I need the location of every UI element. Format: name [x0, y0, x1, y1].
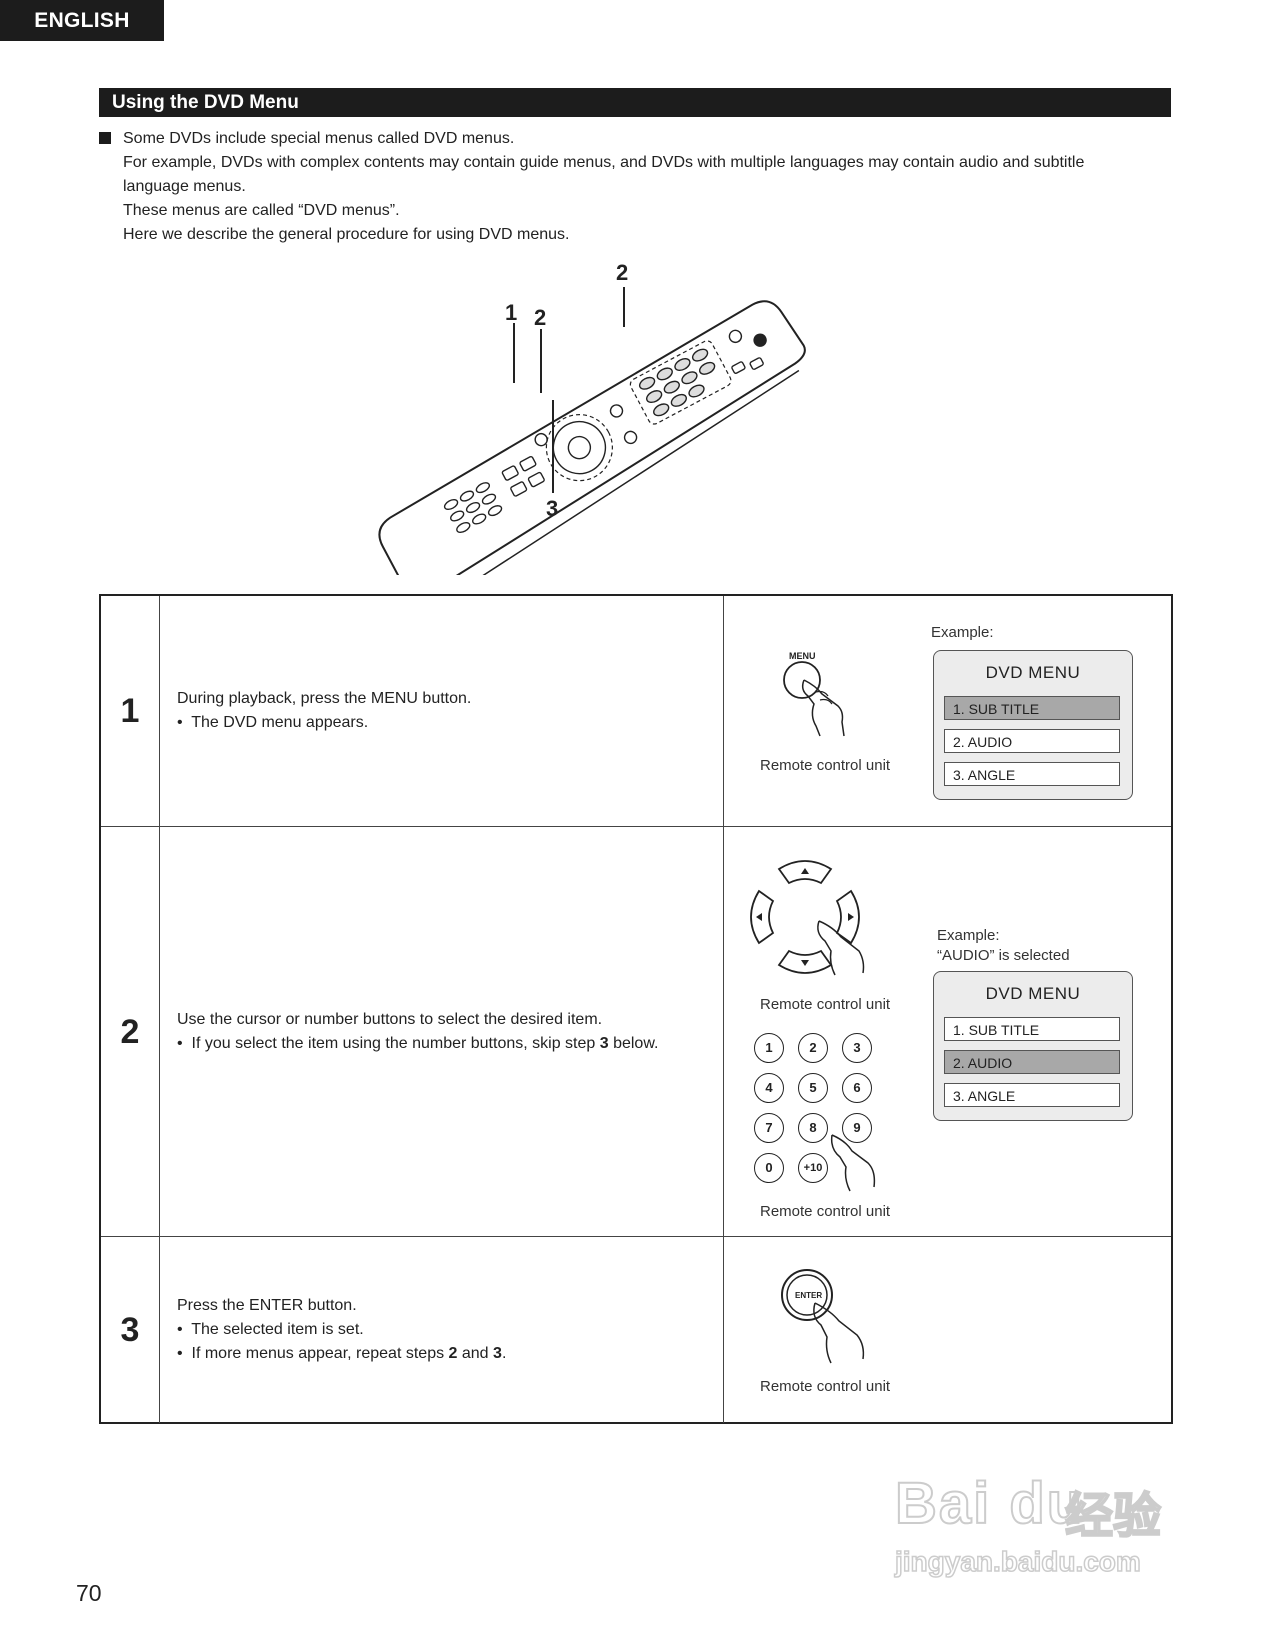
keypad-4: 4 — [754, 1073, 784, 1103]
figure-caption: Remote control unit — [760, 996, 891, 1013]
step-text: Press the ENTER button. • The selected i… — [159, 1237, 724, 1423]
keypad-7: 7 — [754, 1113, 784, 1143]
section-title: Using the DVD Menu — [99, 88, 1171, 117]
watermark-url: jingyan.baidu.com — [894, 1545, 1141, 1578]
dvd-menu-item-angle: 3. ANGLE — [944, 1083, 1120, 1107]
dvd-menu-example: DVD MENU 1. SUB TITLE 2. AUDIO 3. ANGLE — [933, 971, 1133, 1121]
step-ref: 3 — [599, 1035, 609, 1052]
dvd-menu-item-subtitle: 1. SUB TITLE — [944, 696, 1120, 720]
step-bullet-text: The DVD menu appears. — [191, 714, 369, 731]
keypad-5: 5 — [798, 1073, 828, 1103]
language-tab: ENGLISH — [0, 0, 164, 41]
dvd-menu-item-angle: 3. ANGLE — [944, 762, 1120, 786]
enter-button-label: ENTER — [795, 1291, 823, 1300]
step-bullet: • If more menus appear, repeat steps 2 a… — [177, 1345, 507, 1362]
figure-caption: Remote control unit — [760, 1378, 891, 1395]
dvd-menu-item-audio: 2. AUDIO — [944, 1050, 1120, 1074]
intro-text: Some DVDs include special menus called D… — [99, 127, 1179, 247]
keypad-plus10: +10 — [798, 1153, 828, 1183]
menu-button-press-illustration — [783, 661, 845, 737]
keypad-0: 0 — [754, 1153, 784, 1183]
remote-control-illustration — [378, 287, 806, 575]
intro-line: Some DVDs include special menus called D… — [123, 130, 515, 147]
step-text: During playback, press the MENU button. … — [159, 596, 724, 826]
step-number: 2 — [101, 827, 160, 1237]
callout-label: 1 — [505, 300, 518, 325]
step-ref: 3 — [493, 1345, 502, 1362]
number-keypad: 1 2 3 4 5 6 7 8 9 0 +10 — [754, 1033, 884, 1193]
hand-icon — [830, 1134, 876, 1192]
square-bullet-icon — [99, 132, 111, 144]
example-label-text: Example: — [937, 927, 1000, 944]
dvd-menu-item-audio: 2. AUDIO — [944, 729, 1120, 753]
step-bullet-text: below. — [608, 1035, 659, 1052]
keypad-1: 1 — [754, 1033, 784, 1063]
keypad-6: 6 — [842, 1073, 872, 1103]
step-number: 1 — [101, 596, 160, 826]
step-text: Use the cursor or number buttons to sele… — [159, 827, 724, 1237]
step-bullet: • The DVD menu appears. — [177, 714, 369, 731]
step-bullet-text: . — [501, 1345, 507, 1362]
dvd-menu-title: DVD MENU — [985, 663, 1081, 682]
intro-line: These menus are called “DVD menus”. — [123, 202, 400, 219]
figure-caption: Remote control unit — [760, 1203, 891, 1220]
step-instruction: Press the ENTER button. — [177, 1297, 357, 1314]
keypad-9: 9 — [842, 1113, 872, 1143]
step-bullet-text: and — [457, 1345, 494, 1362]
example-note: “AUDIO” is selected — [937, 947, 1070, 964]
enter-button-press-illustration — [781, 1269, 865, 1364]
step-bullet-text: If more menus appear, repeat steps — [191, 1345, 449, 1362]
example-label: Example: “AUDIO” is selected — [937, 926, 1070, 966]
callout-label: 2 — [616, 260, 629, 285]
step-figure: MENU Remote control unit Example: DVD ME… — [724, 596, 1171, 826]
dvd-menu-item-subtitle: 1. SUB TITLE — [944, 1017, 1120, 1041]
watermark-brand: Bai du — [894, 1470, 1085, 1537]
step-ref: 2 — [448, 1345, 458, 1362]
intro-line: For example, DVDs with complex contents … — [123, 154, 1085, 171]
baidu-watermark: Bai du 经验 jingyan.baidu.com — [894, 1450, 1195, 1590]
intro-line: Here we describe the general procedure f… — [123, 226, 570, 243]
dvd-menu-example: DVD MENU 1. SUB TITLE 2. AUDIO 3. ANGLE — [933, 650, 1133, 800]
example-label: Example: — [931, 624, 994, 641]
page-number: 70 — [76, 1580, 102, 1606]
dvd-menu-title: DVD MENU — [985, 984, 1081, 1003]
step-bullet: • The selected item is set. — [177, 1321, 364, 1338]
cursor-buttons-illustration — [750, 860, 865, 976]
menu-button-label: MENU — [789, 651, 816, 661]
keypad-2: 2 — [798, 1033, 828, 1063]
step-figure: ENTER Remote control unit — [724, 1237, 1171, 1423]
step-figure: Remote control unit 1 2 3 4 5 6 7 8 9 0 … — [724, 827, 1171, 1237]
step-row: 2 Use the cursor or number buttons to se… — [101, 826, 1171, 1237]
callout-label: 2 — [534, 305, 547, 330]
steps-table: 1 During playback, press the MENU button… — [99, 594, 1173, 1424]
step-bullet: • If you select the item using the numbe… — [177, 1035, 659, 1052]
step-row: 1 During playback, press the MENU button… — [101, 596, 1171, 826]
keypad-3: 3 — [842, 1033, 872, 1063]
step-number: 3 — [101, 1237, 160, 1423]
step-instruction: Use the cursor or number buttons to sele… — [177, 1011, 603, 1028]
step-row: 3 Press the ENTER button. • The selected… — [101, 1236, 1171, 1423]
step-bullet-text: The selected item is set. — [191, 1321, 364, 1338]
watermark-cn: 经验 — [1064, 1489, 1162, 1544]
callout-label: 3 — [546, 496, 559, 521]
intro-line: language menus. — [123, 178, 246, 195]
keypad-8: 8 — [798, 1113, 828, 1143]
step-bullet-text: If you select the item using the number … — [191, 1035, 600, 1052]
step-instruction: During playback, press the MENU button. — [177, 690, 472, 707]
figure-caption: Remote control unit — [760, 757, 891, 774]
